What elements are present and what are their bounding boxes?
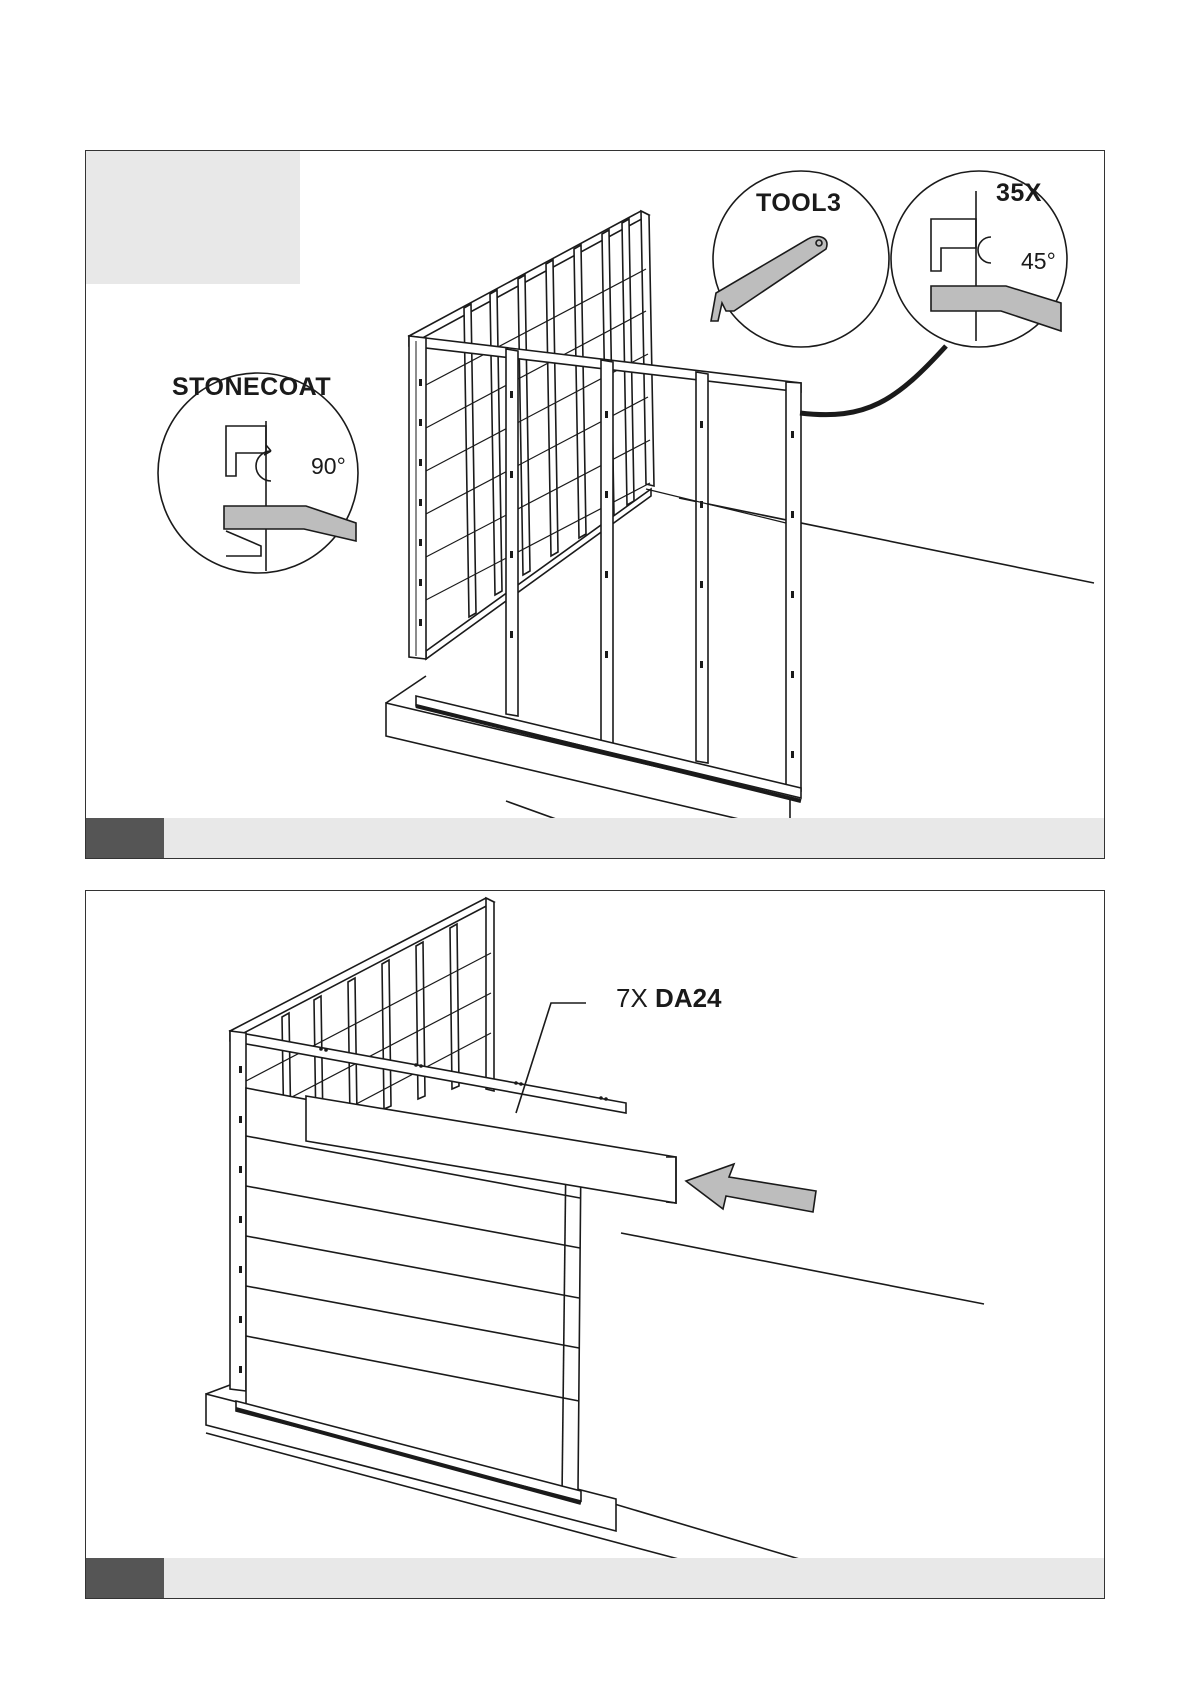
step-1-number-box: [86, 818, 164, 858]
step-2-footer-bar: [86, 1558, 1104, 1598]
step-1-footer-bar: [86, 818, 1104, 858]
step-2-number-box: [86, 1558, 164, 1598]
step-2-illustration: [86, 891, 1105, 1599]
corner-post: [409, 336, 426, 659]
back-wall-top-rail: [409, 211, 649, 341]
angle-45-label: 45°: [1021, 248, 1056, 275]
step-panel-2: 7X DA24: [85, 890, 1105, 1599]
ground-line: [621, 1233, 984, 1304]
angle-90-label: 90°: [311, 453, 346, 480]
stonecoat-label: STONECOAT: [172, 373, 331, 402]
detail-leader: [800, 346, 946, 415]
front-wall-end-post: [786, 382, 801, 791]
da24-callout: 7X DA24: [616, 983, 722, 1014]
step-1-illustration: [86, 151, 1105, 859]
insert-direction-arrow: [686, 1164, 816, 1212]
step-panel-1: STONECOAT 90° TOOL3 35X 45°: [85, 150, 1105, 859]
quantity-35x-label: 35X: [996, 179, 1042, 208]
back-wall-post: [641, 211, 654, 486]
back-wall-bottom-rail: [426, 489, 651, 659]
da24-part-code: DA24: [655, 983, 721, 1013]
ground-line: [679, 498, 1094, 583]
tool3-label: TOOL3: [756, 189, 841, 218]
base-slab: [386, 703, 790, 831]
corner-post: [230, 1031, 246, 1391]
da24-quantity: 7X: [616, 983, 648, 1013]
